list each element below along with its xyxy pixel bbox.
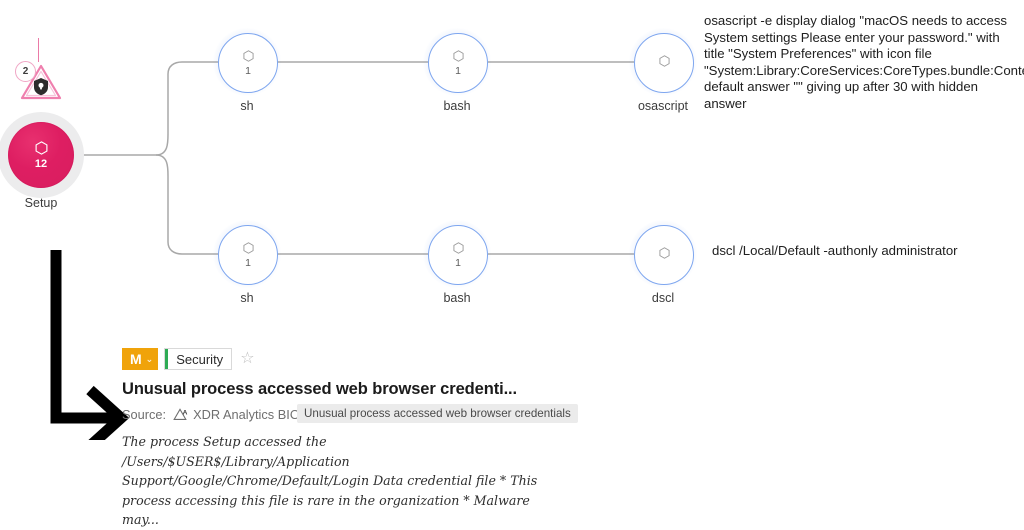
alert-triangle-icon[interactable] xyxy=(15,61,65,101)
hexagon-process-icon xyxy=(452,49,464,62)
node-label: sh xyxy=(240,99,254,113)
hexagon-process-icon xyxy=(658,247,670,259)
node-circle[interactable]: 1 xyxy=(428,225,488,285)
hexagon-process-icon xyxy=(658,55,670,67)
hexagon-process-icon xyxy=(242,241,254,254)
hexagon-process-icon xyxy=(242,49,254,62)
process-graph-screenshot: 12 Setup 2 xyxy=(0,13,1024,527)
node-circle[interactable]: 1 xyxy=(428,33,488,93)
node-label: dscl xyxy=(651,291,675,305)
root-process-node[interactable]: 12 Setup xyxy=(0,112,84,210)
alert-description: The process Setup accessed the /Users/$U… xyxy=(122,434,538,527)
node-label: bash xyxy=(443,99,471,113)
down-right-arrow-icon xyxy=(50,250,130,451)
hexagon-process-icon xyxy=(35,140,47,155)
root-node-count: 12 xyxy=(34,157,48,170)
node-label: bash xyxy=(443,291,471,305)
node-circle[interactable] xyxy=(634,33,694,93)
alert-card-header: M ⌄ Security ☆ xyxy=(122,348,592,370)
node-label: osascript xyxy=(637,99,689,113)
process-node-bash-1[interactable]: 1 bash xyxy=(423,28,491,113)
category-color-bar xyxy=(165,349,169,369)
node-label: sh xyxy=(240,291,254,305)
graph-connectors xyxy=(82,61,634,255)
annotation-arrow xyxy=(46,250,156,451)
process-node-osascript[interactable]: osascript xyxy=(629,28,697,113)
source-value: XDR Analytics BIO xyxy=(193,407,300,422)
process-node-bash-2[interactable]: 1 bash xyxy=(423,220,491,305)
svg-text:A: A xyxy=(183,409,188,416)
node-count: 1 xyxy=(245,64,251,77)
alert-title[interactable]: Unusual process accessed web browser cre… xyxy=(122,380,518,398)
command-text-osascript: osascript -e display dialog "macOS needs… xyxy=(704,13,1024,111)
process-node-dscl[interactable]: dscl xyxy=(629,220,697,305)
analytics-bioc-icon: A xyxy=(173,408,188,421)
process-tree-graph: 12 Setup 2 xyxy=(0,13,1024,305)
alert-badge-count: 2 xyxy=(15,61,36,82)
alert-badge[interactable]: 2 xyxy=(15,61,65,101)
category-chip[interactable]: Security xyxy=(164,348,233,370)
star-icon[interactable]: ☆ xyxy=(240,350,255,367)
node-count: 1 xyxy=(245,256,251,269)
process-node-sh-1[interactable]: 1 sh xyxy=(213,28,281,113)
node-count: 1 xyxy=(455,256,461,269)
node-circle[interactable] xyxy=(634,225,694,285)
node-circle[interactable]: 1 xyxy=(218,225,278,285)
node-circle[interactable]: 1 xyxy=(218,33,278,93)
alert-badge-stem xyxy=(38,38,40,62)
alert-card[interactable]: M ⌄ Security ☆ Unusual process accessed … xyxy=(122,348,592,530)
chevron-down-icon[interactable]: ⌄ xyxy=(145,353,154,364)
severity-label: M xyxy=(130,351,142,367)
category-label: Security xyxy=(176,351,224,367)
command-text-dscl: dscl /Local/Default -authonly administra… xyxy=(712,243,958,258)
hexagon-process-icon xyxy=(452,241,464,254)
node-count: 1 xyxy=(455,64,461,77)
source-label: Source: xyxy=(122,407,167,422)
alert-source-row: Source: A XDR Analytics BIO Unusual proc… xyxy=(122,404,592,423)
process-node-sh-2[interactable]: 1 sh xyxy=(213,220,281,305)
root-node-circle[interactable]: 12 xyxy=(8,122,74,188)
severity-badge[interactable]: M ⌄ xyxy=(122,348,159,370)
root-node-label: Setup xyxy=(24,196,58,210)
alert-tooltip: Unusual process accessed web browser cre… xyxy=(297,404,578,423)
